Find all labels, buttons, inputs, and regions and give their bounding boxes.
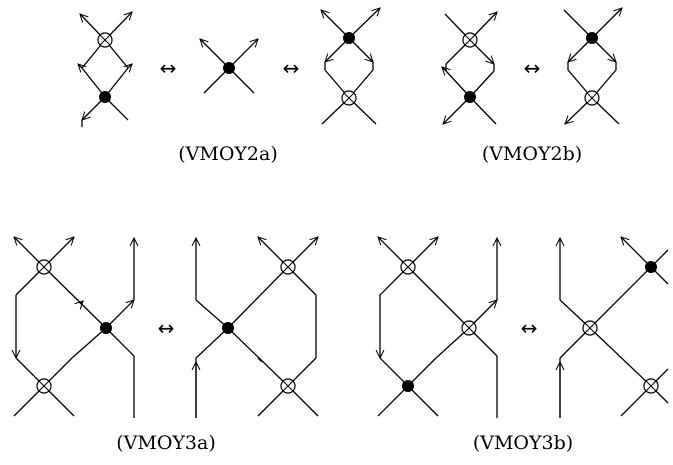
classical-crossing — [222, 322, 234, 334]
vmoy3a-right-diagram — [196, 237, 318, 418]
classical-crossing — [343, 32, 355, 44]
vmoy2b-left-diagram — [442, 12, 497, 124]
classical-crossing — [223, 62, 235, 74]
vmoy3b-left-diagram — [378, 237, 497, 418]
equivalence-arrow: ↔ — [520, 316, 538, 340]
classical-crossing — [645, 261, 657, 273]
classical-crossing — [99, 91, 111, 103]
vmoy3b-right-diagram — [560, 237, 669, 418]
equivalence-arrow: ↔ — [523, 56, 541, 80]
classical-crossing — [402, 380, 414, 392]
equivalence-arrow: ↔ — [159, 56, 177, 80]
vmoy3a-left-diagram — [14, 237, 134, 418]
caption-vmoy2b: (VMOY2b) — [481, 143, 583, 165]
classical-crossing — [464, 91, 476, 103]
vmoy2b-right-diagram — [563, 8, 622, 124]
equivalence-arrow: ↔ — [282, 56, 300, 80]
caption-vmoy3a: (VMOY3a) — [116, 432, 216, 454]
vmoy2a-right-diagram — [321, 8, 380, 125]
equivalence-arrow: ↔ — [157, 316, 175, 340]
classical-crossing — [586, 32, 598, 44]
vmoy2a-left-diagram — [78, 12, 132, 127]
caption-vmoy3b: (VMOY3b) — [472, 432, 574, 454]
classical-crossing — [100, 322, 112, 334]
caption-vmoy2a: (VMOY2a) — [178, 143, 278, 165]
